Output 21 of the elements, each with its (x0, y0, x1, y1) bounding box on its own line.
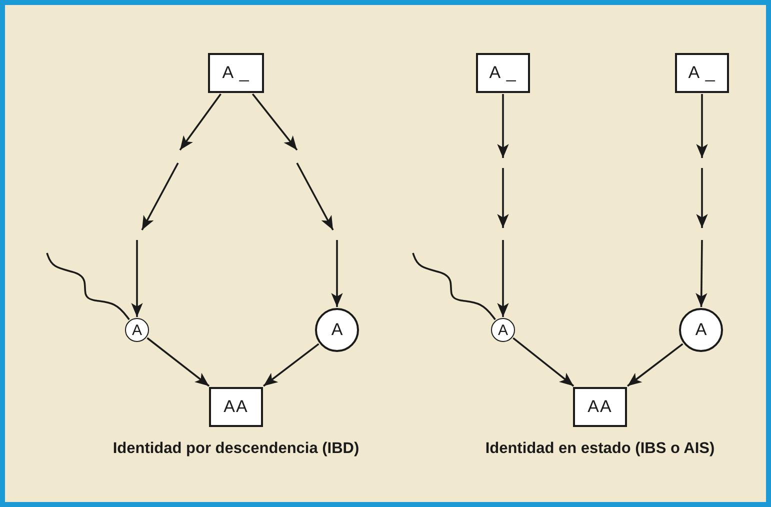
genotype-box: AA (209, 387, 263, 427)
genotype-box: A _ (476, 53, 530, 93)
wavy-line (46, 252, 130, 320)
diagram-caption: Identidad por descendencia (IBD) (112, 440, 360, 458)
genotype-box: A _ (208, 53, 264, 93)
arrow (696, 94, 708, 158)
arrow (331, 240, 343, 307)
genotype-box: AA (573, 387, 627, 427)
arrow (179, 93, 222, 151)
arrow (146, 337, 210, 387)
diagram-caption: Identidad en estado (IBS o AIS) (485, 440, 715, 458)
arrow (696, 240, 708, 308)
arrow (252, 93, 298, 151)
arrow (131, 240, 143, 317)
arrow (627, 343, 684, 387)
arrow (497, 240, 509, 317)
wavy-line (412, 252, 496, 320)
arrow (497, 94, 509, 158)
arrow (263, 343, 320, 387)
genotype-box: A _ (675, 53, 729, 93)
arrow (512, 337, 574, 387)
